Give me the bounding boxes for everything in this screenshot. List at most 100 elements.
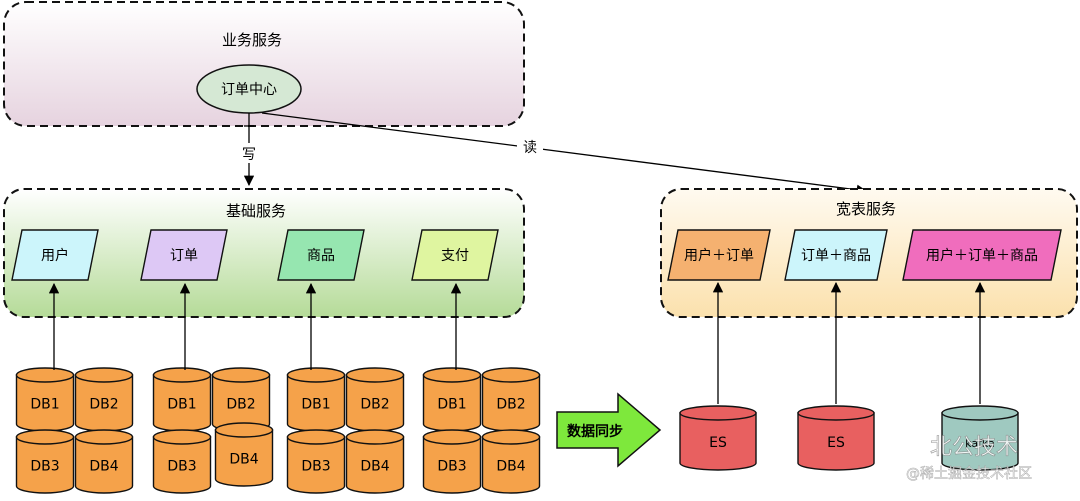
db-cylinder-4-3 [422, 436, 482, 494]
db-cylinder-3-3 [286, 436, 346, 494]
db-cylinder-2-3 [152, 436, 212, 494]
base-service-box [3, 188, 525, 318]
db-cylinder-3-3-label: DB3 [301, 459, 330, 475]
wide-service-title: 宽表服务 [836, 200, 896, 218]
db-cylinder-1-2-label: DB2 [89, 397, 118, 413]
watermark-chat-icon [894, 429, 914, 449]
db-cylinder-4-3-label: DB3 [437, 459, 466, 475]
db-cylinder-2-4-label: DB4 [229, 452, 258, 468]
db-cylinder-1-4-label: DB4 [89, 459, 118, 475]
base-item-1-label: 用户 [41, 247, 69, 264]
read-label: 读 [523, 139, 537, 156]
db-cylinder-1-1-top [15, 367, 75, 383]
store-3: kafka [941, 281, 1019, 471]
watermark-line2: @稀土掘金技术社区 [906, 466, 1032, 482]
db-cylinder-3-4 [345, 436, 405, 494]
db-cylinder-1-3-top [15, 429, 75, 445]
db-cylinder-2-4 [214, 429, 274, 487]
write-label: 写 [242, 147, 256, 163]
order-center-label: 订单中心 [221, 82, 277, 98]
base-item-3-label: 商品 [307, 248, 335, 264]
db-cylinder-3-1-top [286, 367, 346, 383]
base-service-title: 基础服务 [226, 202, 286, 220]
store-cylinder-1 [679, 412, 757, 471]
base-item-2-label: 订单 [170, 248, 198, 264]
base-item-3 [277, 229, 365, 281]
db-cylinder-3-2-top [345, 367, 405, 383]
store-cylinder-1-label: ES [709, 435, 727, 451]
data-sync-label: 数据同步 [567, 423, 623, 440]
read-arrow-group: 读 [261, 112, 868, 195]
db-cylinder-1-1-label: DB1 [30, 397, 59, 413]
watermark-chat-icon-2 [908, 436, 924, 452]
db-cylinder-2-4-top [214, 422, 274, 438]
base-service-group: 基础服务 用户 订单 商品 支付 [3, 188, 525, 318]
db-cylinder-4-3-top [422, 429, 482, 445]
db-cylinder-1-3-label: DB3 [30, 459, 59, 475]
data-sync-group: 数据同步 [556, 392, 662, 468]
wide-item-3-label: 用户＋订单＋商品 [926, 247, 1038, 264]
store-cylinder-1-top [679, 405, 757, 421]
db-cylinder-3-3-top [286, 429, 346, 445]
store-cylinder-2 [797, 412, 875, 471]
base-service-items: 用户 订单 商品 支付 [11, 229, 499, 281]
store-cylinder-3-label: kafka [965, 437, 995, 450]
db-cylinder-2-1-top [152, 367, 212, 383]
store-1: ES [679, 281, 757, 471]
store-cylinder-3-top [941, 405, 1019, 421]
wide-item-2-label: 订单＋商品 [801, 248, 871, 264]
db-cylinder-4-2-top [481, 367, 541, 383]
business-service-group: 业务服务 订单中心 [3, 1, 525, 127]
wide-item-2 [784, 229, 888, 281]
read-arrow [261, 112, 868, 195]
db-cylinder-1-4-top [74, 429, 134, 445]
db-cylinder-4-1-top [422, 367, 482, 383]
db-cylinder-4-2-label: DB2 [496, 397, 525, 413]
data-sync-arrow [556, 392, 662, 468]
db-cylinder-2-2-top [211, 367, 271, 383]
db-cylinder-3-1-label: DB1 [301, 397, 330, 413]
db-cylinder-1-2-top [74, 367, 134, 383]
db-cylinder-4-4-label: DB4 [496, 459, 525, 475]
db-cylinder-2-3-top [152, 429, 212, 445]
base-item-4 [411, 229, 499, 281]
db-cylinder-2-1-label: DB1 [167, 397, 196, 413]
base-item-4-label: 支付 [441, 248, 469, 264]
db-cylinder-4-4-top [481, 429, 541, 445]
write-label-bg [236, 143, 262, 163]
store-2: ES [797, 281, 875, 471]
db-cylinder-3-2-label: DB2 [360, 397, 389, 413]
db-cylinder-2-3-label: DB3 [167, 459, 196, 475]
watermark-line1: 北公技术 [930, 435, 1018, 460]
base-item-1 [11, 229, 99, 281]
store-cylinder-3 [941, 412, 1019, 471]
db-cylinder-4-1-label: DB1 [437, 397, 466, 413]
wide-service-group: 宽表服务 用户＋订单 订单＋商品 用户＋订单＋商品 [660, 188, 1078, 318]
wide-item-3 [902, 229, 1062, 281]
db-cylinder-2-2-label: DB2 [226, 397, 255, 413]
db-cylinder-4-4 [481, 436, 541, 494]
db-cylinder-1-4 [74, 436, 134, 494]
wide-item-1-label: 用户＋订单 [684, 247, 754, 264]
watermark: 北公技术 @稀土掘金技术社区 [894, 429, 1032, 482]
db-cylinder-3-4-label: DB4 [360, 459, 389, 475]
business-service-box [3, 1, 525, 127]
db-cylinder-3-4-top [345, 429, 405, 445]
db-cylinder-1-3 [15, 436, 75, 494]
base-item-2 [140, 229, 228, 281]
write-arrow-group: 写 [236, 113, 262, 187]
store-cylinder-2-top [797, 405, 875, 421]
data-stores: ES ES kafka [679, 281, 1019, 471]
business-service-title: 业务服务 [222, 31, 282, 49]
wide-service-items: 用户＋订单 订单＋商品 用户＋订单＋商品 [667, 229, 1062, 281]
wide-item-1 [667, 229, 771, 281]
store-cylinder-2-label: ES [827, 435, 845, 451]
read-label-bg [517, 137, 543, 157]
